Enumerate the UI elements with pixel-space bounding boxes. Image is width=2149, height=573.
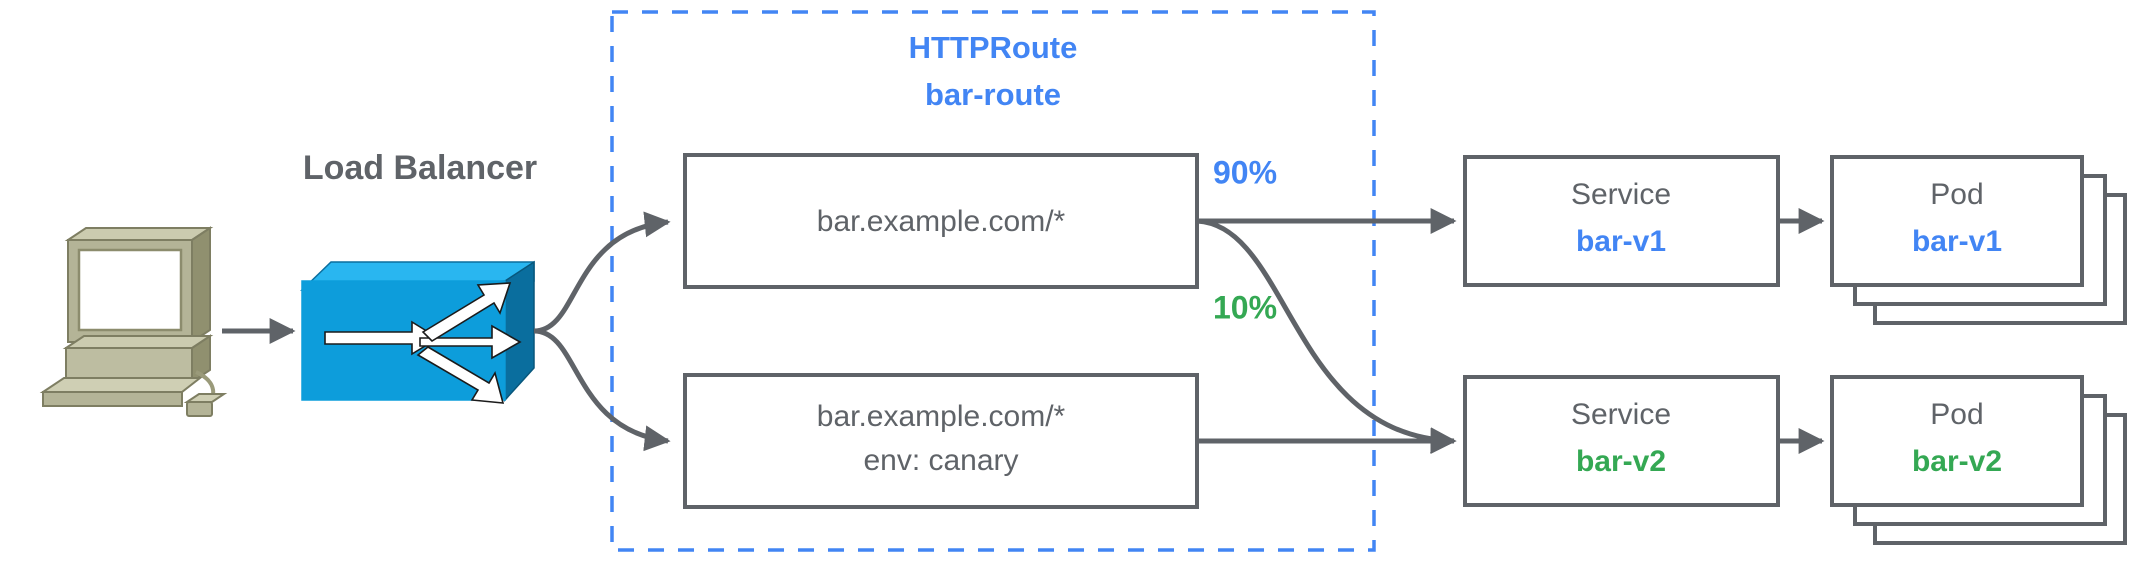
load-balancer-title: Load Balancer bbox=[303, 149, 537, 187]
weight-label-10: 10% bbox=[1213, 289, 1277, 325]
pod-bar-v2-kind: Pod bbox=[1930, 398, 1983, 431]
httproute-group-border bbox=[610, 10, 1376, 552]
computer-screen bbox=[77, 248, 183, 332]
lb-arrow-down bbox=[416, 346, 505, 404]
pod-bar-v1-stack[interactable]: Pod bar-v1 bbox=[1830, 155, 2127, 325]
desktop-computer-icon bbox=[39, 226, 228, 417]
rule-box-primary[interactable]: bar.example.com/* bbox=[683, 153, 1199, 289]
service-bar-v2-kind: Service bbox=[1571, 398, 1671, 431]
computer-keyboard-top bbox=[39, 377, 203, 393]
load-balancer-icon bbox=[300, 260, 535, 404]
service-bar-v1[interactable]: Service bar-v1 bbox=[1463, 155, 1780, 287]
service-bar-v1-frame[interactable] bbox=[1463, 155, 1780, 287]
computer-base-top bbox=[62, 335, 214, 349]
pod-bar-v1-name: bar-v1 bbox=[1912, 225, 2002, 258]
lb-arrow-middle bbox=[419, 324, 522, 360]
rule-box-canary-frame[interactable] bbox=[683, 373, 1199, 509]
rule-primary-match-text: bar.example.com/* bbox=[817, 205, 1066, 238]
service-bar-v2-name: bar-v2 bbox=[1576, 445, 1666, 478]
pod-bar-v2-replica-1[interactable] bbox=[1830, 375, 2084, 507]
computer-base-front bbox=[65, 347, 193, 383]
httproute-kind-label: HTTPRoute bbox=[909, 30, 1078, 65]
pod-bar-v2-name: bar-v2 bbox=[1912, 445, 2002, 478]
lb-arrow-up bbox=[421, 282, 512, 343]
pod-bar-v1-kind: Pod bbox=[1930, 178, 1983, 211]
computer-mouse-top bbox=[183, 393, 228, 403]
edge-rule-primary-to-service-v2 bbox=[1196, 218, 1457, 454]
service-bar-v1-name: bar-v1 bbox=[1576, 225, 1666, 258]
service-bar-v2[interactable]: Service bar-v2 bbox=[1463, 375, 1780, 507]
service-bar-v2-frame[interactable] bbox=[1463, 375, 1780, 507]
computer-monitor-side bbox=[191, 226, 211, 344]
pod-bar-v1-replica-1[interactable] bbox=[1830, 155, 2084, 287]
rule-canary-match-text: bar.example.com/* bbox=[817, 400, 1066, 433]
rule-box-primary-frame[interactable] bbox=[683, 153, 1199, 289]
computer-monitor-top bbox=[64, 227, 214, 241]
edge-lb-to-rule-primary bbox=[533, 211, 671, 334]
weight-label-90: 90% bbox=[1213, 154, 1277, 190]
edge-lb-to-rule-canary bbox=[533, 328, 671, 452]
rule-box-canary[interactable]: bar.example.com/* env: canary bbox=[683, 373, 1199, 509]
load-balancer-arrows bbox=[324, 282, 522, 404]
httproute-name-label: bar-route bbox=[925, 77, 1061, 112]
computer-keyboard-front bbox=[42, 391, 183, 407]
rule-canary-header-text: env: canary bbox=[863, 444, 1018, 477]
computer-mouse-body bbox=[186, 401, 213, 417]
service-bar-v1-kind: Service bbox=[1571, 178, 1671, 211]
pod-bar-v2-stack[interactable]: Pod bar-v2 bbox=[1830, 375, 2127, 545]
httproute-group: HTTPRoute bar-route bbox=[610, 10, 1376, 552]
